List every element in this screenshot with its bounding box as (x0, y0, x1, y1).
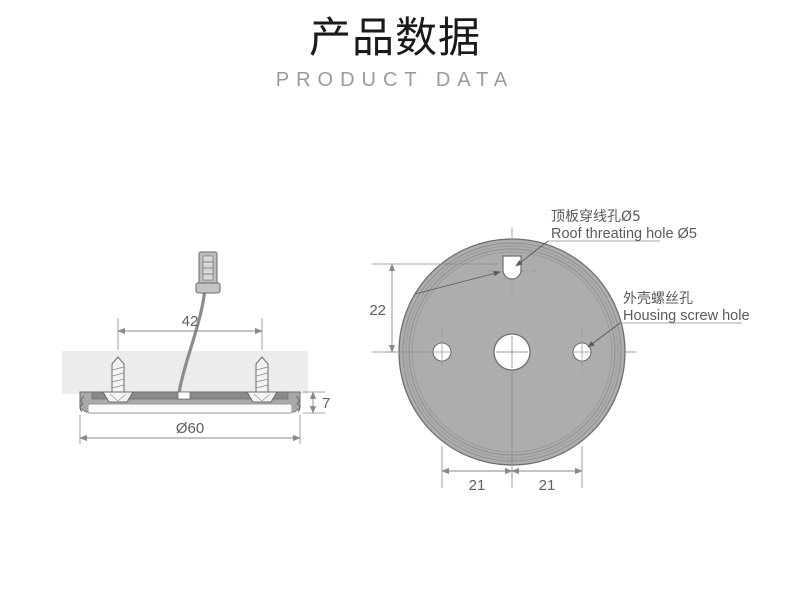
page-title-cn: 产品数据 (308, 13, 481, 62)
top-view-group: 22 21 21 顶板穿线孔Ø5 Roof threating hole Ø5 … (369, 209, 749, 494)
dimension-label-7: 7 (322, 395, 330, 412)
cable-connector (195, 251, 221, 294)
screw-hole-left-crosshair (434, 344, 450, 360)
dimension-label-21-left: 21 (469, 477, 486, 494)
callout-roof-threading-hole-en: Roof threating hole Ø5 (551, 226, 697, 242)
page-header: 产品数据 PRODUCT DATA (0, 0, 790, 92)
callout-roof-threading-hole-cn: 顶板穿线孔Ø5 (551, 209, 641, 225)
mounting-screw-left (102, 356, 134, 403)
dimension-outer-diameter: Ø60 (79, 415, 301, 444)
dimension-body-height: 7 (303, 391, 330, 414)
callout-housing-screw-hole-en: Housing screw hole (623, 308, 750, 324)
callout-threading-hole-secondary-leader (414, 270, 501, 295)
center-hole-crosshair (496, 336, 528, 368)
dimension-label-22: 22 (369, 302, 386, 319)
callout-housing-screw-hole: 外壳螺丝孔 Housing screw hole (587, 290, 750, 348)
power-cable (177, 286, 207, 398)
dimension-label-42: 42 (182, 313, 199, 330)
side-view-group: 42 Ø60 7 (62, 251, 330, 444)
dimension-cable-offset: 42 (117, 313, 263, 350)
page-title-en: PRODUCT DATA (275, 69, 515, 91)
callout-roof-threading-hole: 顶板穿线孔Ø5 Roof threating hole Ø5 (515, 209, 697, 267)
dimension-label-21-right: 21 (539, 477, 556, 494)
callout-housing-screw-hole-cn: 外壳螺丝孔 (623, 290, 693, 307)
dimension-label-diameter60: Ø60 (176, 420, 204, 437)
screw-hole-right-crosshair (574, 344, 590, 360)
mounting-screw-right (246, 356, 278, 403)
dimension-hole-offset-vertical: 22 (369, 263, 498, 353)
diffuser-plate (87, 403, 293, 414)
dimension-screw-offsets: 21 21 (441, 370, 583, 494)
threading-hole-top (502, 255, 522, 280)
